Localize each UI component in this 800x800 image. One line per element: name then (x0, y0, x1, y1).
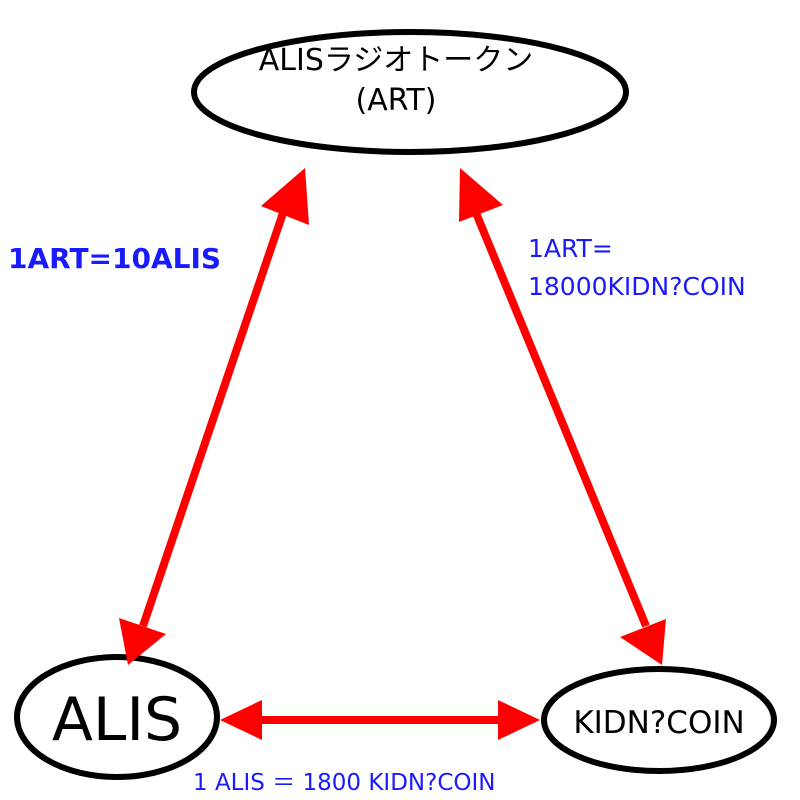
node-art: ALISラジオトークン (ART) (191, 29, 629, 155)
arrow-alis-kidn-head-right (498, 700, 540, 740)
node-art-symbol: (ART) (356, 83, 437, 118)
arrow-art-alis-head-top (261, 168, 309, 225)
rate-art-kidn-line1: 1ART= (528, 234, 613, 263)
node-kidn-label: KIDN?COIN (573, 705, 744, 741)
arrow-alis-kidn (220, 700, 540, 740)
node-alis: ALIS (14, 654, 220, 780)
rate-art-kidn-line2: 18000KIDN?COIN (528, 272, 746, 301)
node-kidn-ellipse (541, 666, 777, 774)
arrow-art-kidn (459, 168, 666, 665)
arrow-art-kidn-head-bottom (620, 619, 666, 665)
node-alis-label: ALIS (52, 685, 182, 755)
node-kidn: KIDN?COIN (541, 666, 777, 774)
arrow-art-alis-shaft (139, 211, 287, 628)
arrow-art-kidn-head-top (459, 168, 503, 222)
rate-art-alis: 1ART=10ALIS (8, 242, 221, 275)
arrow-art-kidn-shaft (472, 211, 650, 628)
node-art-ellipse (191, 29, 629, 155)
arrow-art-alis-head-bottom (119, 618, 166, 665)
arrow-art-alis (119, 168, 309, 665)
rate-alis-kidn: 1 ALIS ＝ 1800 KIDN?COIN (193, 770, 495, 796)
node-alis-ellipse (14, 654, 220, 780)
arrow-alis-kidn-head-left (220, 700, 262, 740)
node-art-name: ALISラジオトークン (259, 43, 534, 78)
